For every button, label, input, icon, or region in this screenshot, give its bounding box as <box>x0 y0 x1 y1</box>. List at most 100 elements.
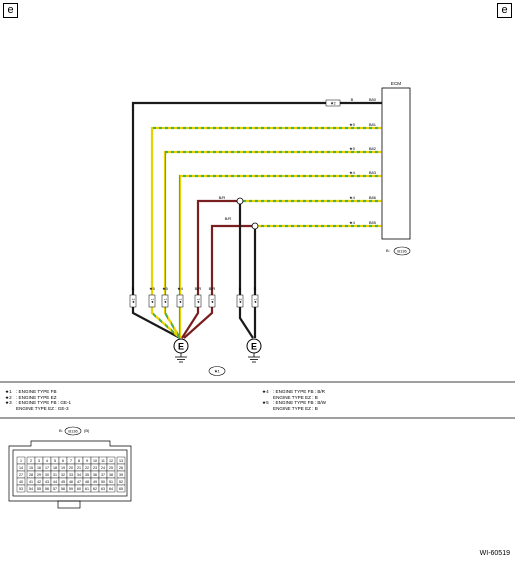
wire-tag-label: ★1 <box>197 298 201 303</box>
connector-pin-number: 8 <box>78 459 80 463</box>
footnote: ★5 : ENGINE TYPE FB : B/W <box>262 400 326 406</box>
wire-b81 <box>150 126 382 339</box>
wire-b83 <box>178 174 382 338</box>
wire-color-label: ★5 <box>149 286 156 291</box>
connector-outline <box>8 440 132 509</box>
connector-pin-number: 25 <box>109 466 113 470</box>
wire-br-1 <box>181 199 240 339</box>
footnotes-left: ★1 : ENGINE TYPE FB ★2: ENGINE TYPE EZ ★3… <box>5 389 71 411</box>
connector-pin-number: 64 <box>109 487 113 491</box>
wire-b80-tag <box>325 99 341 107</box>
wire-tag-label: ★1 <box>164 298 168 303</box>
wire-tag-label: ★1 <box>151 298 155 303</box>
wire-note: ★5 <box>349 122 356 127</box>
connector-pin-number: 41 <box>29 480 33 484</box>
connector-pin-number: 16 <box>37 466 41 470</box>
wire-note: ★5 <box>349 146 356 151</box>
connector-pin-number: 5 <box>54 459 56 463</box>
wire-right-b1 <box>238 201 254 339</box>
connector-pin-number: 57 <box>53 487 57 491</box>
connector-pin-number: 42 <box>37 480 41 484</box>
connector-pin-number: 32 <box>61 473 65 477</box>
connector-pin-number: 34 <box>77 473 81 477</box>
connector-pin-number: 20 <box>69 466 73 470</box>
connector-pin-number: 51 <box>109 480 113 484</box>
ecm-connector-ref: B: <box>386 248 390 253</box>
connector-pin-number: 33 <box>69 473 73 477</box>
connector-pin-number: 11 <box>101 459 105 463</box>
connector-pin-number: 2 <box>30 459 32 463</box>
footnote: ★1 : ENGINE TYPE FB <box>5 389 71 395</box>
connector-pin-number: 21 <box>77 466 81 470</box>
wire-tag-label: ★2 <box>132 298 136 303</box>
footnote-text: : ENGINE TYPE FB <box>16 389 57 394</box>
wire-br-2 <box>183 224 255 339</box>
ground-label-right: E <box>251 342 257 352</box>
footnote-text-cont: ENGINE TYPE EZ : B <box>273 394 318 400</box>
wire-color-label: B/R <box>219 195 226 200</box>
wire-color-label: B/R <box>225 216 232 221</box>
connector-pin-number: 49 <box>93 480 97 484</box>
connector-view-suffix: (B) <box>84 428 90 433</box>
footnote-marker: ★3 <box>5 400 12 406</box>
footnote-marker: ★4 <box>262 389 269 394</box>
ground-label-left: E <box>178 342 184 352</box>
connector-pin-number: 52 <box>119 480 123 484</box>
wire-color-label: B/R <box>209 286 216 291</box>
connector-pin-number: 28 <box>29 473 33 477</box>
footnote-text: : ENGINE TYPE FB : B/W <box>273 400 327 406</box>
ecm-title: ECM <box>391 81 401 86</box>
ground-note-oval <box>208 366 226 376</box>
connector-pin-number: 35 <box>85 473 89 477</box>
connector-pin-number: 60 <box>77 487 81 491</box>
footnote: ★2: ENGINE TYPE EZ <box>5 395 71 401</box>
ecm-pin: B81 <box>369 122 377 127</box>
connector-pin-number: 45 <box>61 480 65 484</box>
connector-pin-number: 43 <box>45 480 49 484</box>
connector-pin-number: 29 <box>37 473 41 477</box>
footnote-text-cont: ENGINE TYPE EZ : GE-3 <box>16 405 69 411</box>
connector-view-ref: B: <box>59 428 63 433</box>
connector-pin-number: 3 <box>38 459 40 463</box>
connector-pin-number: 22 <box>85 466 89 470</box>
wire-b80 <box>131 101 382 339</box>
connector-pin-number: 23 <box>93 466 97 470</box>
footnote-marker: ★5 <box>262 400 269 406</box>
footnote-marker: ★1 <box>5 389 12 394</box>
wire-tag-label: ★1 <box>211 298 215 303</box>
connector-pin-number: 46 <box>69 480 73 484</box>
connector-pin-number: 4 <box>46 459 48 463</box>
connector-pin-number: 17 <box>45 466 49 470</box>
wire-note: ★4 <box>349 170 356 175</box>
connector-pin-number: 18 <box>53 466 57 470</box>
connector-pin-number: 37 <box>101 473 105 477</box>
connector-pin-number: 55 <box>37 487 41 491</box>
wire-color-label: B <box>239 286 242 291</box>
connector-pin-number: 26 <box>119 466 123 470</box>
ecm-pin: B83 <box>369 170 377 175</box>
connector-pin-number: 14 <box>19 466 23 470</box>
connector-pin-number: 53 <box>19 487 23 491</box>
connector-pin-number: 1 <box>20 459 22 463</box>
document-id: WI-60519 <box>479 550 510 557</box>
splice-point <box>236 197 244 205</box>
connector-pin-number: 10 <box>93 459 97 463</box>
connector-view-id: B136 <box>68 429 78 434</box>
connector-pin-cell <box>106 484 116 493</box>
footnote-text: : ENGINE TYPE FB : GE-1 <box>16 400 72 406</box>
wire-color-label: B <box>254 286 257 291</box>
connector-pin-number: 48 <box>85 480 89 484</box>
footnote-text-cont: ENGINE TYPE EZ : B <box>273 405 318 411</box>
connector-pin-number: 9 <box>86 459 88 463</box>
footnote-text: : ENGINE TYPE EZ <box>16 394 57 400</box>
ecm-connector-oval <box>393 246 411 256</box>
wire-tag-boxes <box>129 294 259 308</box>
connector-pin-number: 50 <box>101 480 105 484</box>
ground-note: ★1 <box>214 369 221 374</box>
footnote-text: : ENGINE TYPE FB : B/R <box>273 389 325 394</box>
connector-pin-number: 19 <box>61 466 65 470</box>
connector-pin-number: 47 <box>77 480 81 484</box>
connector-pin-number: 27 <box>19 473 23 477</box>
ecm-connector-id: B136 <box>397 249 407 254</box>
wire-color-label: ★5 <box>162 286 169 291</box>
